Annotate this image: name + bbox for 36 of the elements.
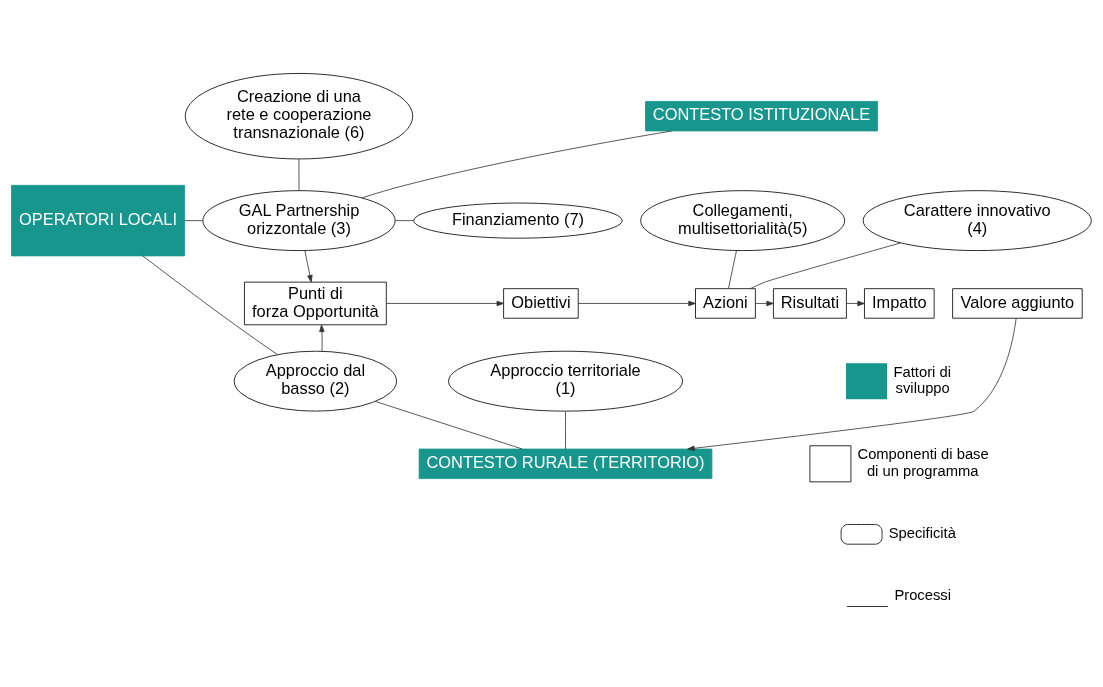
connector	[395, 219, 414, 221]
arrow	[386, 300, 504, 306]
connector	[361, 130, 673, 198]
legend-label: Specificità	[888, 524, 956, 541]
node-box: OPERATORI LOCALI	[11, 184, 185, 256]
node-box: Azioni	[695, 287, 756, 319]
connector	[728, 249, 737, 289]
connector	[142, 254, 278, 355]
node-ellipse: Collegamenti, multisettorialità(5)	[640, 189, 846, 251]
arrow	[755, 300, 774, 306]
node-box: Obiettivi	[503, 287, 579, 319]
node-ellipse: Finanziamento (7)	[413, 202, 623, 239]
arrow	[304, 249, 313, 282]
connector	[184, 219, 204, 221]
arrow	[319, 324, 325, 351]
node-box: Valore aggiunto	[952, 287, 1083, 319]
node-ellipse: Approccio territoriale (1)	[448, 350, 683, 412]
node-box: Punti di forza Opportunità	[244, 281, 387, 325]
arrow	[687, 317, 1017, 451]
connector	[565, 410, 566, 449]
arrow	[578, 300, 696, 306]
connector	[750, 242, 901, 289]
node-box: CONTESTO ISTITUZIONALE	[645, 100, 878, 131]
connector	[298, 158, 300, 191]
legend-label: Processi	[894, 586, 951, 603]
node-ellipse: Carattere innovativo (4)	[862, 189, 1092, 251]
legend-label: Fattori di sviluppo	[893, 363, 951, 396]
node-ellipse: Creazione di una rete e cooperazione transnazionale (6)	[184, 72, 414, 159]
node-ellipse: Approccio dal basso (2)	[233, 350, 397, 412]
node-ellipse: GAL Partnership orizzontale (3)	[202, 189, 396, 251]
node-box: Impatto	[864, 287, 935, 319]
legend-label: Componenti di base di un programma	[857, 445, 989, 479]
node-box: CONTESTO RURALE (TERRITORIO)	[418, 448, 713, 479]
node-box: Risultati	[773, 287, 847, 319]
arrow	[846, 300, 865, 306]
connector	[375, 400, 523, 449]
